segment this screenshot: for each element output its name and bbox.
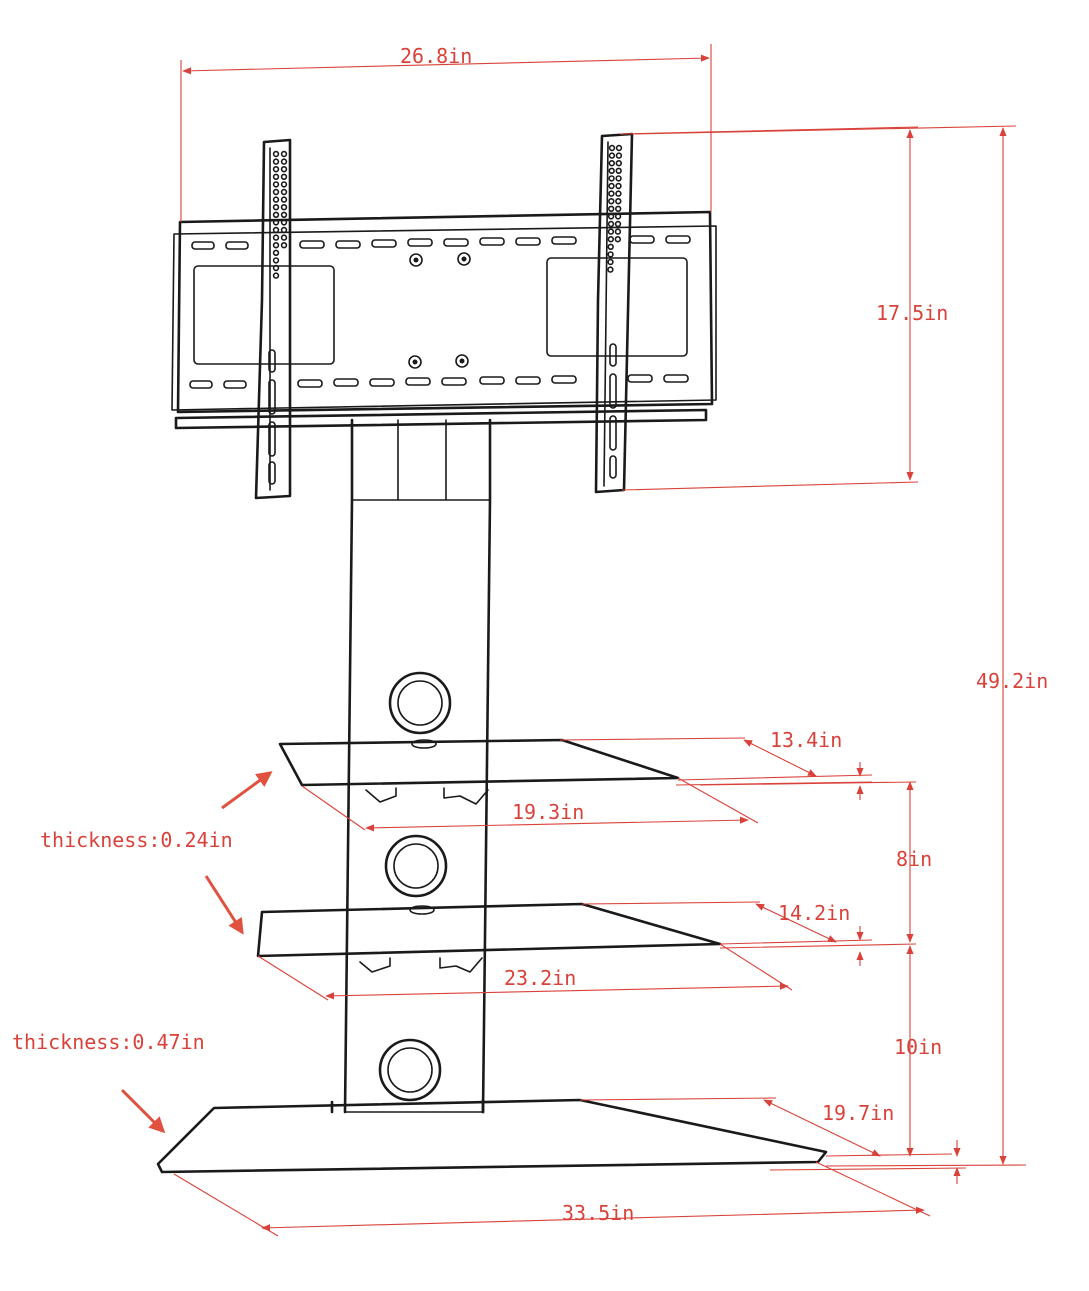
mounting-hole: [607, 243, 614, 251]
middle-shelf-width-label: 23.2in: [504, 966, 576, 990]
mounting-hole: [280, 219, 288, 226]
mounting-hole: [272, 173, 280, 181]
mounting-hole: [614, 213, 622, 220]
base-plate: [156, 1098, 828, 1174]
mounting-hole: [607, 258, 614, 266]
mounting-hole: [280, 196, 288, 203]
mounting-hole: [615, 167, 622, 175]
mounting-hole: [280, 211, 288, 219]
mounting-hole: [272, 257, 280, 264]
mounting-hole: [607, 266, 614, 273]
glass-thickness-note: thickness:0.24in: [40, 828, 233, 852]
base-depth-label: 19.7in: [822, 1101, 894, 1125]
mounting-hole: [280, 204, 288, 211]
top-shelf: [278, 738, 680, 805]
mounting-hole: [614, 220, 622, 228]
mounting-hole: [280, 173, 288, 181]
pole-column: [343, 418, 492, 1114]
mounting-hole: [615, 198, 622, 205]
mounting-hole: [272, 264, 280, 272]
overall-height-label: 49.2in: [976, 669, 1048, 693]
mounting-hole: [272, 272, 280, 279]
mounting-hole: [607, 213, 615, 220]
mounting-hole: [615, 175, 622, 182]
mounting-hole: [607, 251, 614, 258]
mounting-hole: [280, 242, 288, 249]
mounting-hole: [280, 166, 288, 173]
cable-hole-top: [388, 671, 452, 735]
mounting-hole: [607, 205, 615, 213]
mounting-hole: [607, 236, 614, 243]
mounting-hole: [280, 158, 288, 165]
mounting-hole: [280, 150, 288, 158]
mounting-hole: [280, 188, 288, 196]
base-thickness-arrow: [120, 1088, 166, 1134]
glass-thickness-arrow-lower: [204, 875, 244, 935]
dimension-lines: [173, 44, 1027, 1237]
mounting-hole: [615, 190, 622, 197]
middle-shelf: [256, 902, 722, 973]
mounting-hole: [607, 220, 615, 228]
thickness-callouts: [120, 771, 273, 1134]
mounting-hole: [607, 228, 615, 235]
bracket-height-label: 17.5in: [876, 301, 948, 325]
mounting-hole: [608, 167, 615, 175]
mount-bolts: [408, 252, 471, 369]
left-vertical-arm: [254, 138, 292, 500]
base-width-label: 33.5in: [562, 1201, 634, 1225]
mounting-hole: [608, 198, 615, 205]
mounting-hole: [272, 166, 280, 173]
glass-thickness-arrow-upper: [221, 771, 273, 810]
mounting-hole: [272, 211, 280, 219]
mounting-hole: [615, 152, 623, 159]
right-vertical-arm: [594, 132, 634, 494]
mounting-hole: [608, 144, 616, 152]
mounting-hole: [608, 175, 615, 182]
mounting-hole: [608, 182, 615, 190]
mounting-hole: [272, 219, 280, 226]
dimension-labels: 26.8in 17.5in 49.2in 13.4in 19.3in 8in 1…: [12, 44, 1048, 1225]
mounting-hole: [615, 182, 622, 190]
mounting-hole: [272, 188, 280, 196]
mounting-hole: [272, 226, 280, 234]
cable-hole-middle: [384, 834, 448, 898]
mounting-hole: [272, 242, 280, 249]
top-shelf-width-label: 19.3in: [512, 800, 584, 824]
mounting-hole: [272, 150, 280, 158]
mounting-hole: [272, 158, 280, 165]
mounting-hole: [614, 205, 622, 213]
mounting-hole: [272, 196, 280, 203]
mounting-hole: [280, 234, 288, 241]
middle-shelf-depth-label: 14.2in: [778, 901, 850, 925]
overall-width-label: 26.8in: [400, 44, 472, 68]
mounting-hole: [615, 144, 623, 152]
cable-hole-bottom: [378, 1038, 442, 1102]
mounting-hole: [614, 236, 621, 243]
mounting-hole: [272, 234, 280, 241]
middle-shelf-gap-label: 10in: [894, 1035, 942, 1059]
top-shelf-gap-label: 8in: [896, 847, 932, 871]
mounting-hole: [272, 249, 280, 257]
mounting-hole: [272, 181, 280, 188]
mounting-hole: [280, 226, 288, 234]
tv-stand-drawing: [156, 132, 828, 1174]
mounting-hole: [280, 181, 288, 188]
base-thickness-note: thickness:0.47in: [12, 1030, 205, 1054]
mounting-hole: [614, 228, 622, 235]
mounting-hole: [615, 160, 622, 167]
mounting-hole: [608, 152, 616, 159]
mounting-hole: [272, 204, 280, 211]
top-shelf-depth-label: 13.4in: [770, 728, 842, 752]
mount-plate: [171, 210, 717, 430]
mounting-hole: [608, 190, 615, 197]
mounting-hole: [608, 160, 615, 167]
